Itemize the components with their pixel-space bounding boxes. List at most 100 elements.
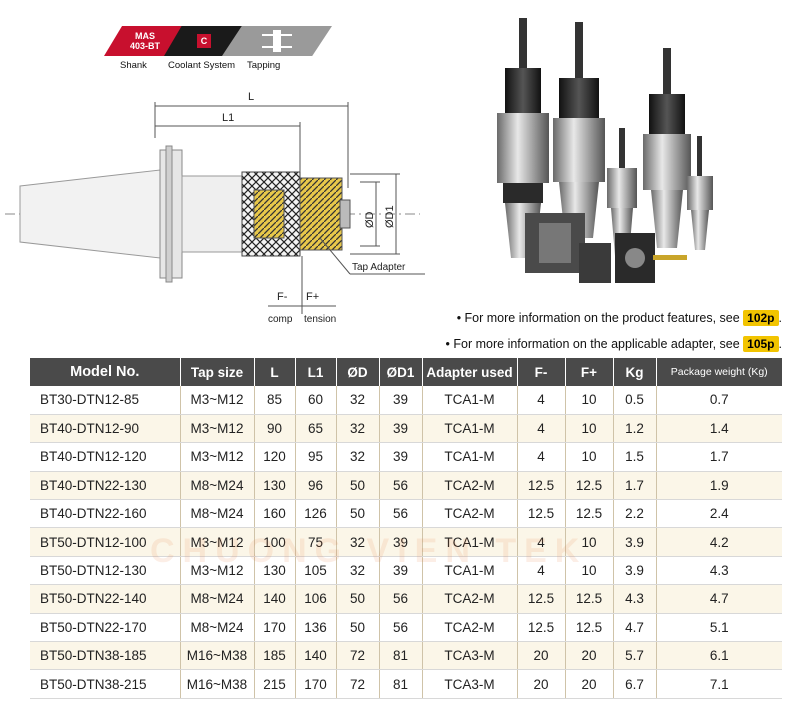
table-cell: 215 (254, 669, 296, 699)
table-cell: 12.5 (517, 613, 566, 643)
table-cell: 56 (379, 471, 423, 501)
table-cell: 85 (254, 386, 296, 415)
table-cell: BT40-DTN12-90 (30, 414, 181, 444)
table-cell: 39 (379, 442, 423, 472)
table-cell: M8~M24 (180, 499, 255, 529)
label-shank: Shank (120, 60, 147, 71)
table-cell: 39 (379, 527, 423, 557)
tool-holders-illustration (497, 18, 713, 283)
table-cell: 185 (254, 641, 296, 671)
page-ref-badge[interactable]: 105p (743, 336, 779, 352)
table-cell: 4 (517, 527, 566, 557)
table-cell: TCA2-M (422, 499, 518, 529)
table-cell: 32 (336, 386, 380, 415)
table-cell: 32 (336, 556, 380, 586)
table-cell: 2.4 (656, 499, 782, 529)
table-cell: 50 (336, 584, 380, 614)
f-plus-label: F+ (306, 291, 319, 303)
table-cell: 39 (379, 386, 423, 415)
dim-l: L (248, 91, 254, 103)
table-cell: TCA3-M (422, 669, 518, 699)
column-header: L (254, 358, 296, 386)
table-cell: 72 (336, 669, 380, 699)
technical-drawing: L L1 ØD ØD1 Tap Adapter F- F+ comp tensi… (0, 78, 430, 328)
column-header: L1 (295, 358, 337, 386)
table-cell: 4.7 (656, 584, 782, 614)
table-cell: TCA2-M (422, 471, 518, 501)
table-cell: 10 (565, 442, 614, 472)
table-cell: M3~M12 (180, 386, 255, 415)
table-cell: M16~M38 (180, 669, 255, 699)
table-cell: M8~M24 (180, 584, 255, 614)
table-cell: 120 (254, 442, 296, 472)
page-ref-badge[interactable]: 102p (743, 310, 779, 326)
table-cell: BT50-DTN12-130 (30, 556, 181, 586)
tapping-badge (222, 26, 332, 56)
table-cell: 100 (254, 527, 296, 557)
table-cell: 10 (565, 527, 614, 557)
table-cell: BT50-DTN38-185 (30, 641, 181, 671)
table-cell: 140 (295, 641, 337, 671)
table-cell: 170 (254, 613, 296, 643)
column-header: ØD1 (379, 358, 423, 386)
table-cell: TCA1-M (422, 527, 518, 557)
table-cell: 12.5 (517, 499, 566, 529)
table-cell: 1.7 (613, 471, 657, 501)
table-cell: 1.7 (656, 442, 782, 472)
product-photo (455, 18, 755, 296)
table-cell: 72 (336, 641, 380, 671)
dim-l1: L1 (222, 112, 234, 124)
table-cell: 4 (517, 414, 566, 444)
table-cell: M8~M24 (180, 613, 255, 643)
label-coolant: Coolant System (168, 60, 236, 71)
table-cell: TCA2-M (422, 613, 518, 643)
table-cell: 4 (517, 442, 566, 472)
f-minus-label: F- (277, 291, 288, 303)
table-cell: 60 (295, 386, 337, 415)
tap-adapter-label: Tap Adapter (352, 262, 406, 273)
note-adapter: • For more information on the applicable… (445, 336, 782, 352)
table-cell: 50 (336, 471, 380, 501)
column-header: Tap size (180, 358, 255, 386)
table-cell: TCA1-M (422, 556, 518, 586)
table-cell: 50 (336, 613, 380, 643)
table-cell: BT40-DTN22-160 (30, 499, 181, 529)
table-cell: BT50-DTN38-215 (30, 669, 181, 699)
table-cell: TCA3-M (422, 641, 518, 671)
comp-label: comp (268, 314, 293, 325)
table-cell: M8~M24 (180, 471, 255, 501)
table-cell: TCA1-M (422, 414, 518, 444)
table-cell: TCA2-M (422, 584, 518, 614)
table-cell: 90 (254, 414, 296, 444)
label-tapping: Tapping (247, 60, 281, 71)
table-cell: 20 (517, 669, 566, 699)
table-cell: 81 (379, 641, 423, 671)
table-cell: 0.7 (656, 386, 782, 415)
table-cell: 6.7 (613, 669, 657, 699)
table-cell: BT40-DTN12-120 (30, 442, 181, 472)
table-cell: 106 (295, 584, 337, 614)
column-header: ØD (336, 358, 380, 386)
table-cell: 130 (254, 556, 296, 586)
info-notes: • For more information on the product fe… (446, 305, 782, 357)
table-cell: 160 (254, 499, 296, 529)
table-cell: 0.5 (613, 386, 657, 415)
table-cell: M16~M38 (180, 641, 255, 671)
table-cell: 10 (565, 556, 614, 586)
shank-line1: MAS (134, 31, 155, 41)
column-header: Model No. (30, 358, 181, 386)
table-cell: 4.3 (613, 584, 657, 614)
table-cell: 95 (295, 442, 337, 472)
column-header: Package weight (Kg) (656, 358, 782, 386)
column-header: Kg (613, 358, 657, 386)
table-cell: M3~M12 (180, 442, 255, 472)
table-cell: 81 (379, 669, 423, 699)
table-cell: 4.7 (613, 613, 657, 643)
table-cell: 56 (379, 584, 423, 614)
